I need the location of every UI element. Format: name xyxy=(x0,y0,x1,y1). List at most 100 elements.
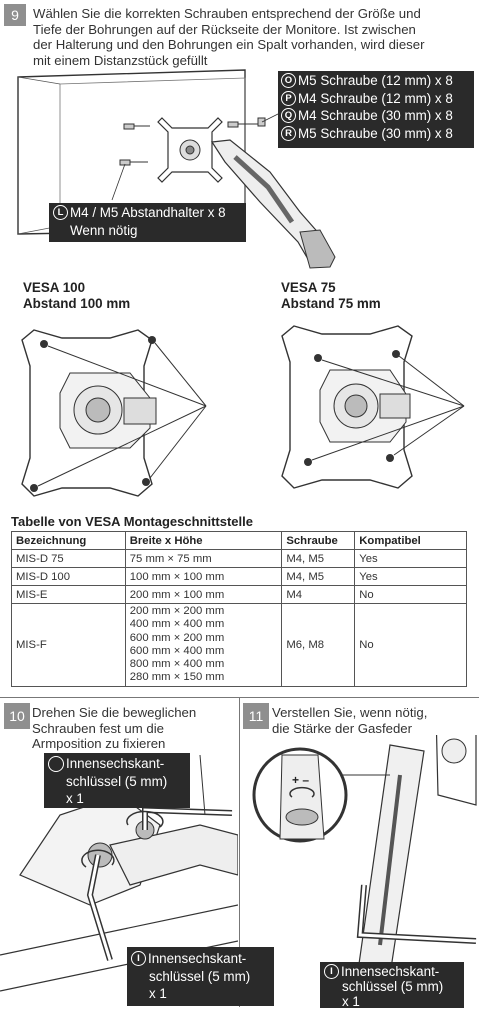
hex-key-size: schlüssel (5 mm) xyxy=(149,968,251,984)
column-header: Bezeichnung xyxy=(11,531,126,550)
step-9-line: Wählen Sie die korrekten Schrauben entsp… xyxy=(33,6,421,21)
screw-label: M4 Schraube (30 mm) x 8 xyxy=(298,108,453,123)
table-cell: 75 mm × 75 mm xyxy=(124,549,283,568)
table-header-row: Bezeichnung Breite x Höhe Schraube Kompa… xyxy=(11,531,467,550)
screw-label: M5 Schraube (12 mm) x 8 xyxy=(298,73,453,88)
column-header: Schraube xyxy=(281,531,356,550)
letter-i-icon: I xyxy=(324,964,339,979)
table-cell: M4, M5 xyxy=(281,549,356,568)
size-value: 200 mm × 200 mm xyxy=(129,605,225,617)
hollow-circle-icon xyxy=(48,755,64,772)
plus-minus-label: + – xyxy=(292,773,310,787)
hex-key-size: schlüssel (5 mm) xyxy=(66,773,168,789)
hex-key-label: Innensechskant- xyxy=(66,756,165,771)
table-row: MIS-D 100 100 mm × 100 mm M4, M5 Yes xyxy=(11,567,467,586)
step-10-line: Armposition zu fixieren xyxy=(32,736,166,751)
vesa-75-distance: Abstand 75 mm xyxy=(281,296,381,311)
size-value: 600 mm × 200 mm xyxy=(129,631,225,644)
letter-p-icon: P xyxy=(281,90,296,106)
spacer-label: M4 / M5 Abstandhalter x 8 xyxy=(70,205,226,220)
step-10-instructions: Drehen Sie die beweglichen Schrauben fes… xyxy=(32,705,196,752)
table-cell: 100 mm × 100 mm xyxy=(124,567,283,586)
table-cell: M6, M8 xyxy=(281,603,356,687)
hex-key-line-2: schlüssel (5 mm) xyxy=(48,773,190,791)
step-10-line: Drehen Sie die beweglichen xyxy=(32,705,197,720)
vesa-75-name: VESA 75 xyxy=(281,280,336,295)
table-cell: M4, M5 xyxy=(281,567,356,586)
hex-key-count: x 1 xyxy=(149,986,167,1001)
step-11-line: Verstellen Sie, wenn nötig, xyxy=(272,705,428,720)
step-10-line: Schrauben fest um die xyxy=(32,720,164,736)
table-cell: MIS-D 100 xyxy=(11,567,126,586)
table-cell: MIS-E xyxy=(11,585,126,604)
vesa-100-plate-illustration xyxy=(21,329,207,497)
vesa-100-distance: Abstand 100 mm xyxy=(23,296,131,311)
hex-key-label: Innensechskant- xyxy=(148,951,247,966)
vesa-100-title: VESA 100 Abstand 100 mm xyxy=(23,280,130,312)
monitor-mount-illustration xyxy=(17,69,336,269)
hex-key-line-2: schlüssel (5 mm) xyxy=(131,968,274,986)
table-cell: MIS-F xyxy=(11,603,126,687)
hex-key-line-3: x 1 xyxy=(324,994,464,1009)
step-9-line: Tiefe der Bohrungen auf der Rückseite de… xyxy=(33,21,416,37)
spacer-note: Wenn nötig xyxy=(70,222,138,238)
table-row: MIS-D 75 75 mm × 75 mm M4, M5 Yes xyxy=(11,549,467,568)
vesa-table-title: Tabelle von VESA Montageschnittstelle xyxy=(11,514,253,529)
step-10-number: 10 xyxy=(4,703,30,729)
letter-q-icon: Q xyxy=(281,108,296,124)
step-9-line: der Halterung und den Bohrungen ein Spal… xyxy=(33,37,425,52)
hex-key-line-3: x 1 xyxy=(131,985,274,1003)
hex-key-label: Innensechskant- xyxy=(341,964,440,979)
spacer-line-2: Wenn nötig xyxy=(53,222,246,240)
table-cell: M4 xyxy=(281,585,356,604)
tighten-screws-illustration xyxy=(0,755,238,992)
table-cell: MIS-D 75 xyxy=(11,549,126,568)
hex-key-line-1: Innensechskant- xyxy=(48,755,190,773)
table-cell: 200 mm × 100 mm xyxy=(124,585,283,604)
letter-r-icon: R xyxy=(281,125,296,141)
size-value: 600 mm × 400 mm xyxy=(129,644,225,657)
vesa-75-title: VESA 75 Abstand 75 mm xyxy=(281,280,381,312)
step-9-number: 9 xyxy=(4,4,26,26)
size-value: 400 mm × 400 mm xyxy=(129,618,225,631)
step-11-instructions: Verstellen Sie, wenn nötig, die Stärke d… xyxy=(272,705,427,736)
letter-i-icon: I xyxy=(131,951,146,967)
column-divider xyxy=(239,697,240,1007)
column-header: Breite x Höhe xyxy=(124,531,283,550)
step-11-line: die Stärke der Gasfeder xyxy=(272,720,413,736)
size-value: 280 mm × 150 mm xyxy=(129,671,225,684)
size-value: 800 mm × 400 mm xyxy=(129,658,225,671)
table-cell: No xyxy=(354,603,467,687)
letter-o-icon: O xyxy=(281,73,296,89)
step-9-line: mit einem Distanzstück gefüllt xyxy=(33,52,208,68)
hex-key-box-top: Innensechskant- schlüssel (5 mm) x 1 xyxy=(44,753,190,808)
screw-label: M4 Schraube (12 mm) x 8 xyxy=(298,90,453,106)
hex-key-line-2: schlüssel (5 mm) xyxy=(324,979,464,994)
hex-key-count: x 1 xyxy=(66,791,84,806)
hex-key-count: x 1 xyxy=(342,994,360,1009)
table-cell: Yes xyxy=(354,549,467,568)
step-11-number: 11 xyxy=(243,703,269,729)
gas-spring-illustration xyxy=(252,735,477,1005)
table-cell-sizes: 200 mm × 200 mm 400 mm × 400 mm 600 mm ×… xyxy=(124,603,283,687)
table-cell: Yes xyxy=(354,567,467,586)
hex-key-size: schlüssel (5 mm) xyxy=(342,979,444,994)
vesa-100-name: VESA 100 xyxy=(23,280,86,295)
table-row: MIS-F 200 mm × 200 mm 400 mm × 400 mm 60… xyxy=(11,603,467,687)
table-cell: No xyxy=(354,585,467,604)
vesa-75-plate-illustration xyxy=(281,325,465,489)
letter-l-icon: L xyxy=(53,205,68,221)
table-row: MIS-E 200 mm × 100 mm M4 No xyxy=(11,585,467,604)
hex-key-line-3: x 1 xyxy=(48,790,190,808)
column-header: Kompatibel xyxy=(354,531,467,550)
screw-label: M5 Schraube (30 mm) x 8 xyxy=(298,125,453,141)
